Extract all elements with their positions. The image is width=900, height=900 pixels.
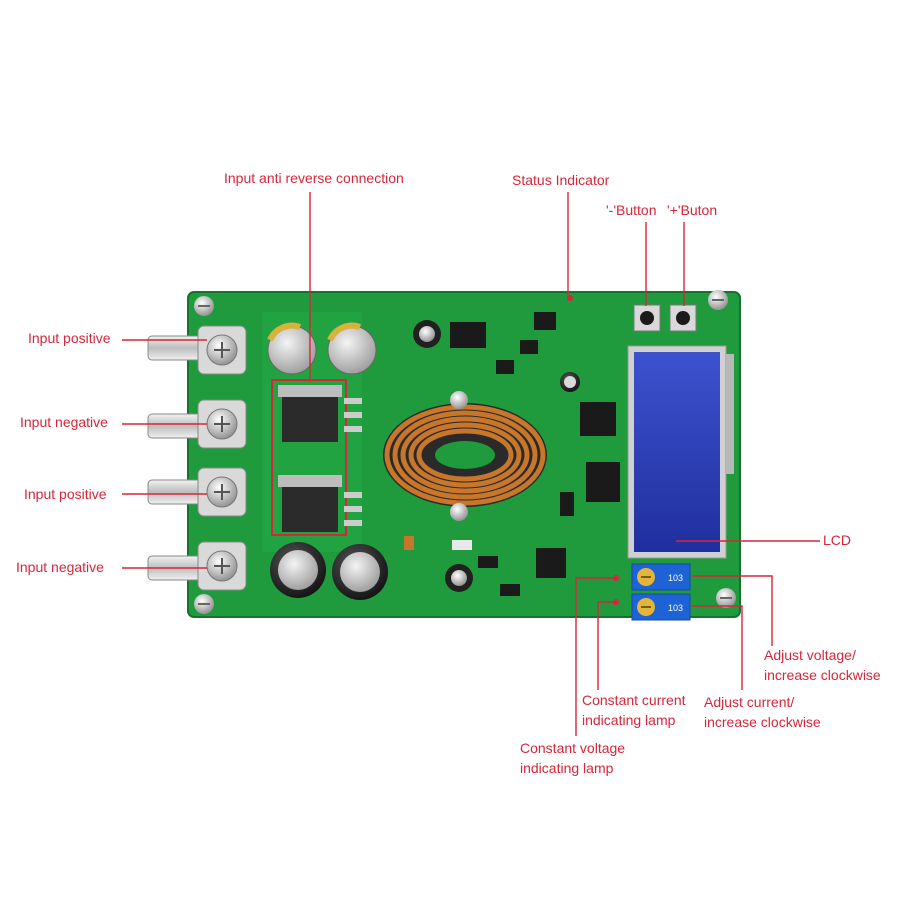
label-adjust-current: Adjust current/ increase clockwise: [704, 692, 821, 732]
potentiometer-voltage: 103: [631, 563, 691, 591]
label-input-negative-2: Input negative: [16, 559, 104, 575]
pot-bottom-code: 103: [668, 603, 683, 613]
terminal-4: [147, 541, 247, 591]
minus-button-switch: [633, 304, 661, 332]
label-adjust-voltage: Adjust voltage/ increase clockwise: [764, 645, 881, 685]
label-lcd: LCD: [823, 532, 852, 548]
plus-button-switch: [669, 304, 697, 332]
label-input-positive-2: Input positive: [24, 486, 107, 502]
label-constant-voltage-lamp: Constant voltage indicating lamp: [520, 738, 625, 778]
capacitor-top-2: [327, 322, 377, 375]
label-status-indicator: Status Indicator: [512, 172, 610, 188]
label-cc-line1: Constant current: [582, 692, 686, 708]
smd-components: [404, 312, 620, 596]
mounting-screw-bottom-left: [194, 594, 214, 614]
toroid-inductor: [383, 391, 547, 521]
mounting-screw-top-right: [708, 290, 728, 310]
label-adjust-voltage-line2: increase clockwise: [764, 667, 881, 683]
cv-led: [613, 599, 619, 605]
mounting-screw-top-left: [194, 296, 214, 316]
label-constant-current-lamp: Constant current indicating lamp: [582, 690, 686, 730]
label-cv-line1: Constant voltage: [520, 740, 626, 756]
label-adjust-voltage-line1: Adjust voltage/: [764, 647, 856, 663]
capacitor-bottom-2: [332, 544, 388, 600]
label-adjust-current-line2: increase clockwise: [704, 714, 821, 730]
capacitor-top-1: [267, 322, 317, 375]
label-minus-button: '-'Button: [606, 202, 657, 218]
board-screw-lower: [445, 564, 473, 592]
board-screw-upper: [413, 320, 441, 348]
pot-top-code: 103: [668, 573, 683, 583]
label-plus-button: '+'Buton: [667, 202, 718, 218]
leader-lines: [122, 192, 820, 736]
label-adjust-current-line1: Adjust current/: [704, 694, 795, 710]
capacitor-bottom-1: [270, 542, 326, 598]
label-input-positive-1: Input positive: [28, 330, 111, 346]
cc-led: [613, 575, 619, 581]
label-input-negative-1: Input negative: [20, 414, 108, 430]
terminal-2: [147, 399, 247, 449]
mounting-screw-bottom-right: [716, 588, 736, 608]
label-cc-line2: indicating lamp: [582, 712, 676, 728]
label-cv-line2: indicating lamp: [520, 760, 614, 776]
potentiometer-current: 103: [631, 593, 691, 621]
terminal-1: [147, 325, 247, 375]
terminal-3: [147, 467, 247, 517]
capacitor-small: [560, 372, 580, 392]
anti-reverse-mosfets: [271, 379, 362, 536]
label-input-anti-reverse: Input anti reverse connection: [224, 170, 404, 186]
lcd-display: [627, 345, 734, 559]
